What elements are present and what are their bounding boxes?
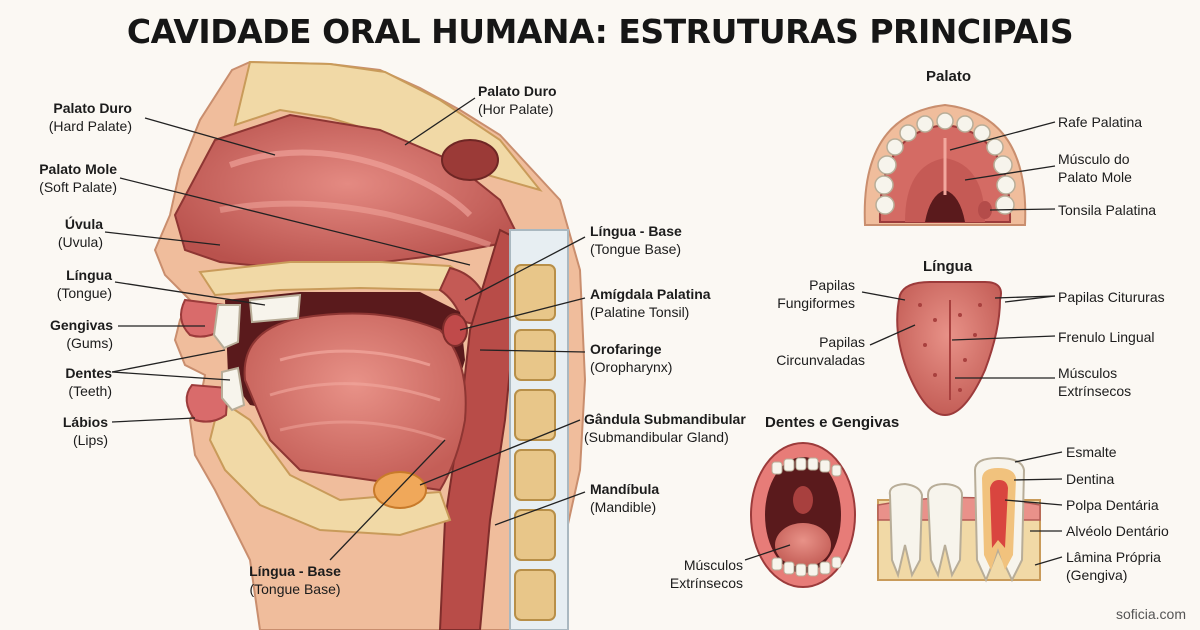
label-gengiva: (Gengiva): [1066, 567, 1128, 583]
label-palato-mole: Palato Mole: [1058, 169, 1132, 185]
label-extrinsecos-tongue: Extrínsecos: [1058, 383, 1132, 399]
label-papilas-2: Papilas: [819, 334, 865, 350]
leader-lips-left: [111, 417, 196, 423]
palate-illustration: [863, 103, 1027, 226]
leader-musculos-mouth: [744, 544, 791, 561]
lower-lip: [185, 383, 230, 423]
label-musculos-mouth: Músculos: [683, 557, 743, 573]
label-extrinsecos-mouth: Extrínsecos: [669, 575, 743, 591]
label-lips-left: Lábios(Lips): [62, 414, 108, 448]
leader-mandible-right: [494, 491, 586, 526]
open-mouth-illustration: [750, 442, 856, 588]
leader-uvula-left: [104, 231, 221, 246]
leader-muscle-soft-palate: [964, 165, 1056, 181]
leader-hard-palate-right: [404, 97, 476, 146]
leader-hard-palate-left: [144, 117, 276, 156]
label-gums-left: Gengivas(Gums): [49, 317, 113, 351]
label-frenulo-lingual: Frenulo Lingual: [1058, 329, 1155, 345]
leader-lamina: [1034, 556, 1063, 566]
submandibular-gland: [373, 471, 427, 509]
page-title: CAVIDADE ORAL HUMANA: ESTRUTURAS PRINCIP…: [126, 12, 1074, 51]
leader-tongue-left: [114, 281, 266, 306]
cervical-spine: [509, 229, 569, 630]
label-tonsil-right: Amígdala Palatina(Palatine Tonsil): [590, 286, 711, 320]
label-hard-palate-right: Palato Duro(Hor Palate): [478, 83, 557, 117]
label-tongue-base-right: Língua - Base(Tongue Base): [590, 223, 682, 257]
leader-esmalte: [1014, 451, 1063, 463]
lower-incisor: [221, 366, 246, 412]
label-fungiformes: Fungiformes: [777, 295, 855, 311]
sphenoid-sinus: [441, 139, 499, 181]
leader-tongue-base-bottom: [329, 439, 446, 561]
label-musculos-tongue: Músculos: [1058, 365, 1118, 381]
label-alveolo-dentario: Alvéolo Dentário: [1066, 523, 1169, 539]
teeth-section-title: Dentes e Gengivas: [765, 414, 900, 431]
upper-molars: [248, 293, 302, 324]
leader-dentina: [1013, 478, 1063, 481]
leader-tonsil-palatina: [989, 208, 1056, 211]
tongue-illustration: [896, 281, 1002, 417]
label-tongue-base-bottom: Língua - Base(Tongue Base): [249, 563, 341, 597]
leader-rafe: [949, 121, 1056, 151]
watermark: soficia.com: [1115, 606, 1186, 622]
label-oropharynx-right: Orofaringe(Oropharynx): [590, 341, 673, 375]
leader-circunvaladas: [869, 324, 916, 346]
leader-polpa: [1004, 499, 1063, 506]
teeth-section-illustration: [877, 456, 1041, 583]
tongue: [243, 312, 467, 492]
label-mandible-right: Mandíbula(Mandible): [590, 481, 660, 515]
label-papilas-citururas: Papilas Citururas: [1058, 289, 1165, 305]
label-submandibular-right: Gândula Submandibular(Submandibular Glan…: [584, 411, 746, 445]
leader-teeth-left-b: [111, 371, 231, 381]
sagittal-head: [153, 60, 587, 630]
leader-tongue-base-right: [464, 236, 586, 301]
leader-citururas-a: [994, 295, 1056, 299]
label-tongue-left: Língua(Tongue): [56, 267, 112, 301]
upper-incisor: [212, 304, 242, 350]
leader-tonsil-right: [459, 297, 586, 331]
label-polpa-dentaria: Polpa Dentária: [1066, 497, 1159, 513]
label-soft-palate-left: Palato Mole(Soft Palate): [39, 161, 117, 195]
label-papilas-1: Papilas: [809, 277, 855, 293]
label-tonsila-palatina: Tonsila Palatina: [1058, 202, 1157, 218]
leader-teeth-left-a: [111, 349, 226, 373]
label-hard-palate-left: Palato Duro(Hard Palate): [48, 100, 132, 134]
label-lamina-propria: Lâmina Própria: [1066, 549, 1161, 565]
label-dentina: Dentina: [1066, 471, 1115, 487]
label-rafe-palatina: Rafe Palatina: [1058, 114, 1143, 130]
leader-submandibular-right: [419, 419, 581, 486]
leader-frenulo: [951, 335, 1056, 341]
palate-section-title: Palato: [926, 68, 972, 85]
label-musculo-do: Músculo do: [1058, 151, 1130, 167]
label-teeth-left: Dentes(Teeth): [65, 365, 112, 399]
leader-oropharynx-right: [479, 349, 586, 353]
leader-soft-palate-left: [119, 177, 471, 266]
tongue-section-title: Língua: [923, 258, 973, 275]
label-circunvaladas: Circunvaladas: [776, 352, 865, 368]
label-uvula-left: Úvula(Uvula): [57, 216, 103, 250]
leader-fungiformes: [861, 291, 906, 301]
palatine-tonsil: [442, 313, 468, 347]
label-esmalte: Esmalte: [1066, 444, 1117, 460]
leader-citururas-b: [1004, 295, 1056, 303]
